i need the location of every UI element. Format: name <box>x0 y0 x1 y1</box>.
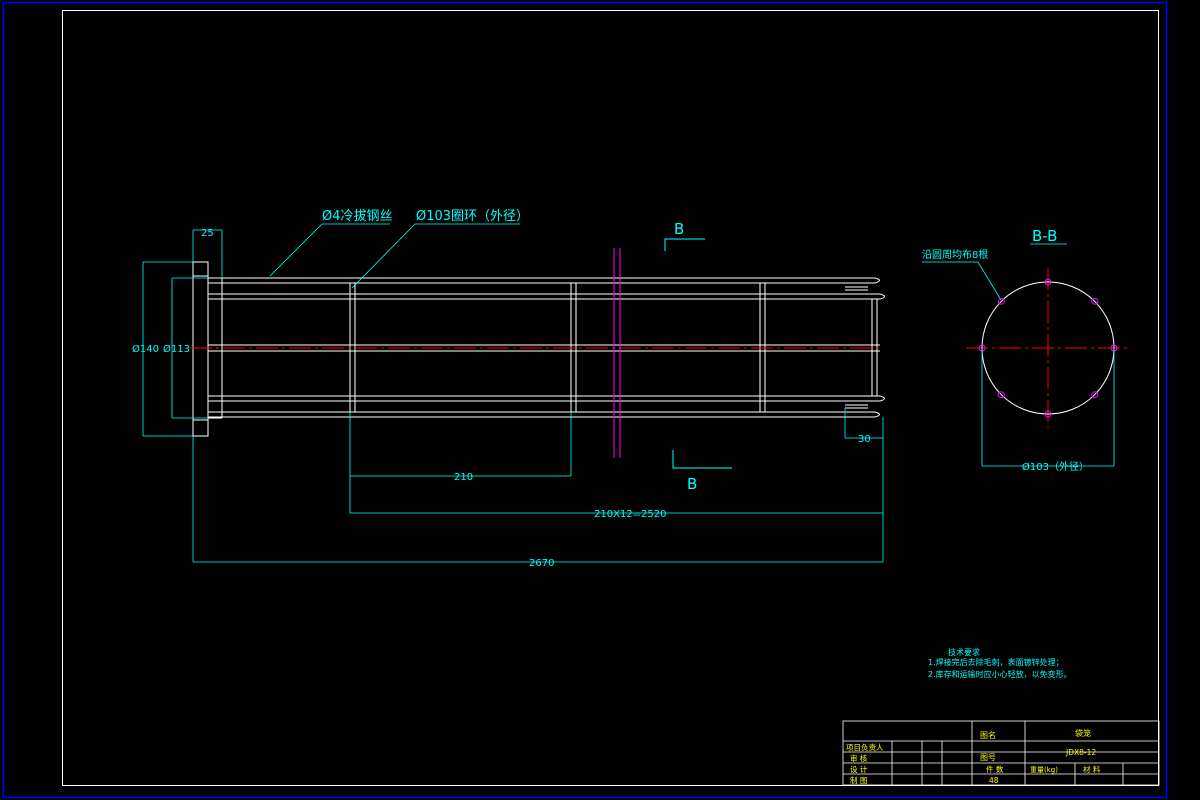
tb-drawing-no-label: 图号 <box>980 753 996 762</box>
circle-dimension: Ø103（外径） <box>1022 460 1089 473</box>
section-plane <box>613 248 621 458</box>
section-mark-top: B <box>674 220 684 238</box>
dim-overall: 2670 <box>529 558 554 569</box>
wire-leader-label: Ø4冷拔钢丝 <box>322 209 393 224</box>
notes-title: 技术要求 <box>948 647 980 657</box>
tb-project-lead: 项目负责人 <box>846 742 884 752</box>
outer-frame <box>2 1 1168 799</box>
section-mark-bottom: B <box>687 475 697 493</box>
technical-notes: 技术要求 1.焊接完后去除毛刺，表面镀锌处理； 2.库存和运输时应小心轻放，以免… <box>928 647 1072 679</box>
circle-note: 沿圆周均布8根 <box>922 248 988 261</box>
longitudinal-wires <box>208 277 880 418</box>
tb-check: 审 核 <box>850 753 868 763</box>
tb-drawing-name-label: 图名 <box>980 730 996 740</box>
ring-leader-label: Ø103圈环（外径） <box>416 209 529 224</box>
tb-drawing-no: JDX8-12 <box>1065 748 1096 757</box>
dim-end-gap: 30 <box>858 434 871 445</box>
section-view: B-B 沿圆周均布8根 Ø103（外径） <box>922 227 1130 473</box>
dim-dia-outer: Ø140 <box>132 343 159 355</box>
dim-dia-inner: Ø113 <box>163 343 190 355</box>
inner-frame <box>62 10 1159 786</box>
top-collar <box>192 261 209 437</box>
notes-line-1: 1.焊接完后去除毛刺，表面镀锌处理； <box>928 657 1064 667</box>
section-marks <box>664 238 732 469</box>
dimension-texts: 25 Ø140 Ø113 210 210X12=2520 2670 30 Ø4冷… <box>132 209 871 569</box>
dim-top-width: 25 <box>201 228 214 239</box>
title-block <box>842 720 1160 786</box>
tb-drawing-name: 袋笼 <box>1075 728 1091 738</box>
tb-quantity-label: 件 数 <box>986 764 1004 774</box>
dim-pitch-total: 210X12=2520 <box>594 509 667 520</box>
dim-pitch: 210 <box>454 472 473 483</box>
tb-quantity: 48 <box>989 776 999 785</box>
tb-weight-label: 重量(kg) <box>1030 766 1058 774</box>
notes-line-2: 2.库存和运输时应小心轻放，以免变形。 <box>928 669 1072 679</box>
tb-design: 设 计 <box>850 764 868 774</box>
cage-elevation <box>192 261 885 437</box>
tb-draw: 制 图 <box>850 775 867 785</box>
title-block-text: 图名 袋笼 项目负责人 审 核 设 计 制 图 图号 JDX8-12 件 数 4… <box>846 728 1101 785</box>
dimension-lines <box>142 223 884 563</box>
section-title: B-B <box>1032 227 1057 245</box>
tb-material-label: 材 料 <box>1083 764 1101 774</box>
